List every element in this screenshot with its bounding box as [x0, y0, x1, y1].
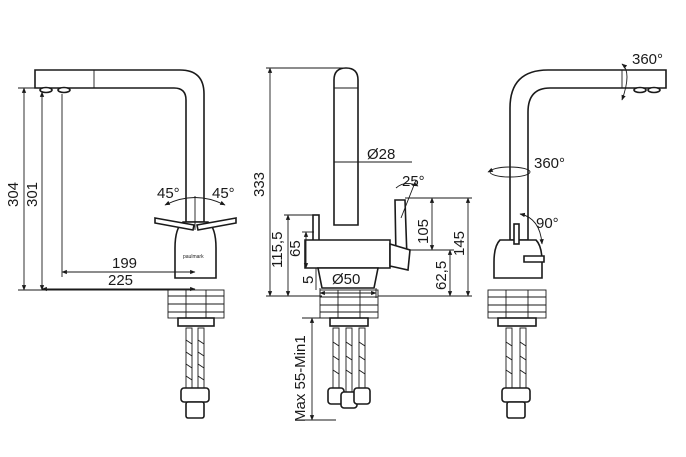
left-dim-301: 301 [24, 182, 41, 207]
left-hose-end [185, 401, 205, 419]
left-dim-225: 225 [108, 272, 133, 289]
front-dim-105: 105 [415, 219, 432, 244]
front-view: 25° Ø28 Ø50 333 [251, 67, 472, 422]
right-rotation-lever: 90° [536, 215, 559, 232]
front-dim-5: 5 [300, 276, 317, 284]
front-dim-mount: Max 55-Min1 [292, 335, 309, 422]
right-aerator-2 [647, 86, 661, 94]
front-dim-115-5: 115,5 [269, 232, 286, 268]
left-body [174, 221, 217, 279]
right-hose-fitting [501, 387, 531, 403]
right-lever [523, 255, 545, 263]
right-view: 360° 360° 90° [487, 51, 667, 419]
right-hose-end [506, 401, 526, 419]
front-right-outlet [389, 242, 411, 271]
front-angle-25: 25° [402, 173, 425, 190]
left-angle-arc [164, 197, 226, 206]
left-aerator [39, 86, 53, 94]
front-mount-nut [329, 317, 369, 327]
front-hose-2 [345, 327, 353, 393]
right-mount-plate [487, 289, 547, 319]
front-dim-62-5: 62,5 [433, 261, 450, 290]
front-dim-333: 333 [251, 172, 268, 197]
left-hose-fitting [180, 387, 210, 403]
front-dim-65: 65 [287, 240, 304, 257]
front-dim-145: 145 [451, 231, 468, 256]
right-rotation-head: 360° [632, 51, 663, 68]
left-angle-left-label: 45° [157, 185, 180, 202]
right-head-rotation-arc [621, 63, 628, 101]
front-dim-d50: Ø50 [332, 271, 360, 288]
front-filter-axis [400, 179, 417, 219]
front-mount-plate [319, 289, 379, 319]
left-lever-left [154, 217, 195, 231]
left-lever-right [196, 217, 237, 231]
left-mount-nut [177, 317, 215, 327]
left-dim-199: 199 [112, 255, 137, 272]
left-filter-outlet [57, 86, 71, 94]
left-brand-logo: paulmark [183, 254, 204, 260]
right-mount-nut [497, 317, 537, 327]
left-dim-304: 304 [5, 182, 22, 207]
left-angle-right-label: 45° [212, 185, 235, 202]
front-left-lever [312, 214, 320, 242]
front-filter-arc [395, 182, 419, 189]
right-lever-stem [513, 223, 520, 245]
right-lever-arc [519, 212, 544, 245]
left-view: paulmark 45° 45° 304 301 [5, 69, 237, 419]
front-body [304, 239, 391, 269]
front-spout [333, 67, 359, 226]
front-dim-d28: Ø28 [367, 146, 395, 163]
right-aerator-1 [633, 86, 647, 94]
right-rotation-body: 360° [534, 155, 565, 172]
front-fitting-3 [353, 387, 371, 405]
front-base [317, 267, 379, 289]
